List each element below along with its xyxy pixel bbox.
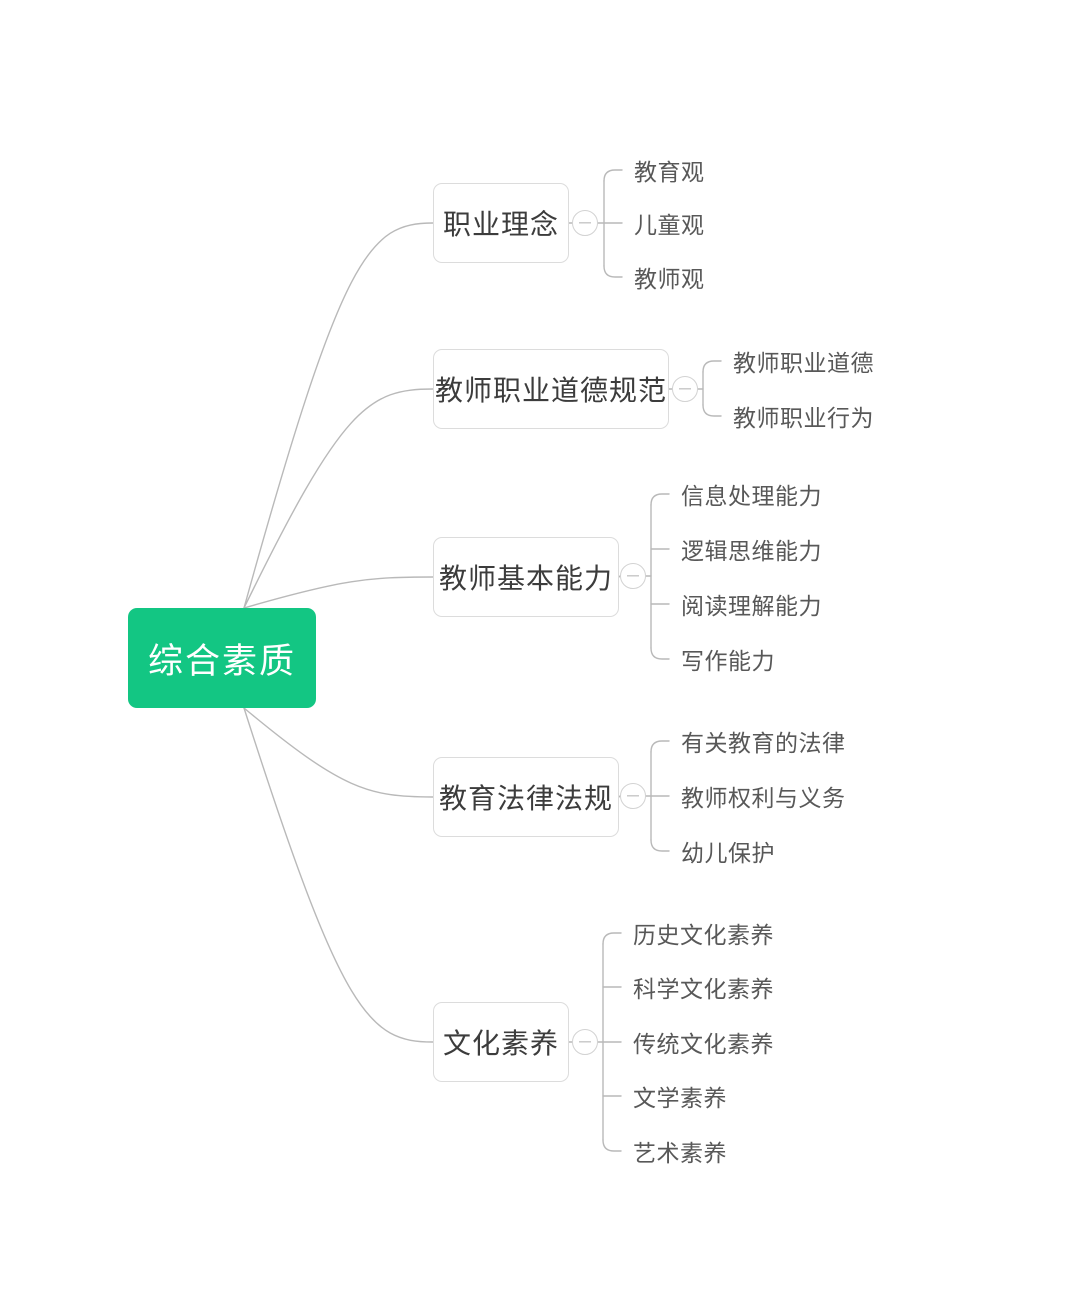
leaf-node[interactable]: 信息处理能力 — [681, 477, 822, 511]
branch-node-label: 文化素养 — [442, 1028, 559, 1059]
leaf-node[interactable]: 教师职业道德 — [733, 344, 874, 378]
leaf-node-label: 文学素养 — [633, 1085, 727, 1111]
leaf-node-label: 儿童观 — [634, 212, 705, 238]
leaf-node[interactable]: 幼儿保护 — [681, 834, 775, 868]
leaf-node-label: 教师职业行为 — [733, 405, 874, 431]
leaf-node-label: 信息处理能力 — [681, 483, 822, 509]
branch-node[interactable]: 文化素养 — [433, 1002, 569, 1082]
root-node-label: 综合素质 — [147, 641, 296, 681]
minus-circle-icon[interactable] — [620, 783, 646, 809]
leaf-node-label: 教育观 — [634, 159, 705, 185]
minus-circle-icon[interactable] — [620, 563, 646, 589]
leaf-node[interactable]: 传统文化素养 — [633, 1025, 774, 1059]
leaf-node[interactable]: 历史文化素养 — [633, 916, 774, 950]
leaf-node-label: 有关教育的法律 — [681, 730, 846, 756]
branch-node[interactable]: 教育法律法规 — [433, 757, 619, 837]
leaf-node[interactable]: 教师职业行为 — [733, 399, 874, 433]
branch-node-label: 教育法律法规 — [438, 783, 613, 814]
leaf-node[interactable]: 儿童观 — [634, 206, 705, 240]
leaf-node-label: 教师职业道德 — [733, 350, 874, 376]
leaf-node-label: 历史文化素养 — [633, 922, 774, 948]
leaf-node[interactable]: 有关教育的法律 — [681, 724, 846, 758]
branch-node[interactable]: 教师基本能力 — [433, 537, 619, 617]
leaf-node-label: 传统文化素养 — [633, 1031, 774, 1057]
branch-node[interactable]: 教师职业道德规范 — [433, 349, 669, 429]
leaf-node-label: 幼儿保护 — [681, 840, 775, 866]
minus-circle-icon[interactable] — [572, 210, 598, 236]
leaf-node-label: 逻辑思维能力 — [681, 538, 822, 564]
leaf-node[interactable]: 写作能力 — [681, 642, 775, 676]
branch-node-label: 职业理念 — [442, 209, 559, 240]
leaf-node-label: 科学文化素养 — [633, 976, 774, 1002]
leaf-node[interactable]: 文学素养 — [633, 1079, 727, 1113]
leaf-node[interactable]: 教育观 — [634, 153, 705, 187]
minus-circle-icon[interactable] — [672, 376, 698, 402]
leaf-node[interactable]: 教师权利与义务 — [681, 779, 846, 813]
branch-node-label: 教师职业道德规范 — [434, 375, 667, 406]
root-node[interactable]: 综合素质 — [128, 608, 316, 708]
leaf-node[interactable]: 教师观 — [634, 260, 705, 294]
leaf-node-label: 写作能力 — [681, 648, 775, 674]
leaf-node[interactable]: 阅读理解能力 — [681, 587, 822, 621]
leaf-node-label: 阅读理解能力 — [681, 593, 822, 619]
leaf-node-label: 教师观 — [634, 266, 705, 292]
branch-node-label: 教师基本能力 — [438, 563, 613, 594]
branch-node[interactable]: 职业理念 — [433, 183, 569, 263]
leaf-node-label: 教师权利与义务 — [681, 785, 846, 811]
leaf-node[interactable]: 逻辑思维能力 — [681, 532, 822, 566]
leaf-node[interactable]: 科学文化素养 — [633, 970, 774, 1004]
minus-circle-icon[interactable] — [572, 1029, 598, 1055]
leaf-node[interactable]: 艺术素养 — [633, 1134, 727, 1168]
leaf-node-label: 艺术素养 — [633, 1140, 727, 1166]
